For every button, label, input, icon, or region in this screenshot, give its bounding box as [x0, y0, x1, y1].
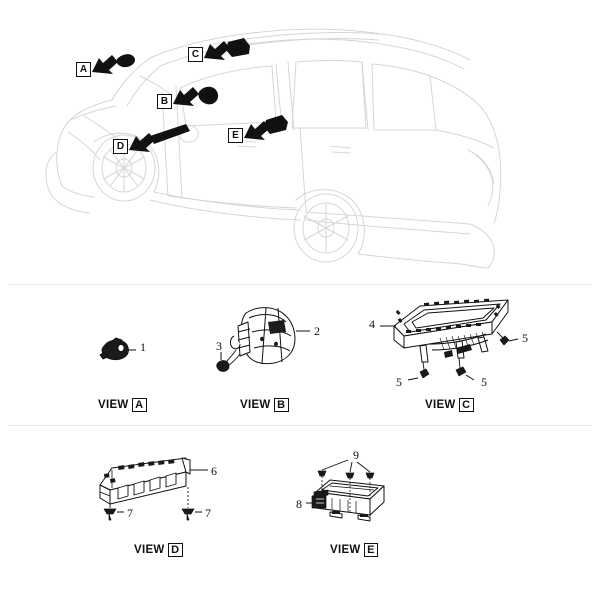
view-d-component — [99, 457, 208, 521]
callout-badge-a[interactable]: A — [76, 62, 91, 77]
view-caption-a-letter: A — [131, 398, 147, 412]
section-divider-top — [8, 284, 592, 285]
view-caption-a-text: VIEW — [98, 399, 129, 411]
part-number-3: 3 — [216, 339, 222, 353]
part-number-1: 1 — [140, 340, 146, 354]
view-caption-b-letter: B — [273, 398, 289, 412]
view-caption-d-letter: D — [167, 543, 183, 557]
view-caption-c-letter: C — [458, 398, 474, 412]
part-number-4: 4 — [369, 317, 375, 331]
callout-badge-e[interactable]: E — [228, 128, 243, 143]
part-number-5-mid: 5 — [481, 375, 487, 389]
part-number-7-right: 7 — [205, 506, 211, 520]
view-caption-e-text: VIEW — [330, 544, 361, 556]
view-caption-b-text: VIEW — [240, 399, 271, 411]
part-number-2: 2 — [314, 324, 320, 338]
part-number-8: 8 — [296, 497, 302, 511]
view-a-component — [99, 337, 136, 361]
view-caption-d-text: VIEW — [134, 544, 165, 556]
view-caption-e-letter: E — [363, 543, 379, 557]
callout-badge-b[interactable]: B — [157, 94, 172, 109]
part-number-9: 9 — [353, 448, 359, 462]
section-divider-bottom — [8, 425, 592, 426]
part-number-7-left: 7 — [127, 506, 133, 520]
view-b-component — [216, 307, 310, 372]
view-c-component — [380, 298, 519, 381]
callout-badge-d[interactable]: D — [113, 139, 128, 154]
part-number-6: 6 — [211, 464, 217, 478]
callout-badge-c[interactable]: C — [188, 47, 203, 62]
view-caption-c-text: VIEW — [425, 399, 456, 411]
part-number-5-right: 5 — [522, 331, 528, 345]
view-e-component — [306, 459, 385, 522]
part-number-5-left: 5 — [396, 375, 402, 389]
